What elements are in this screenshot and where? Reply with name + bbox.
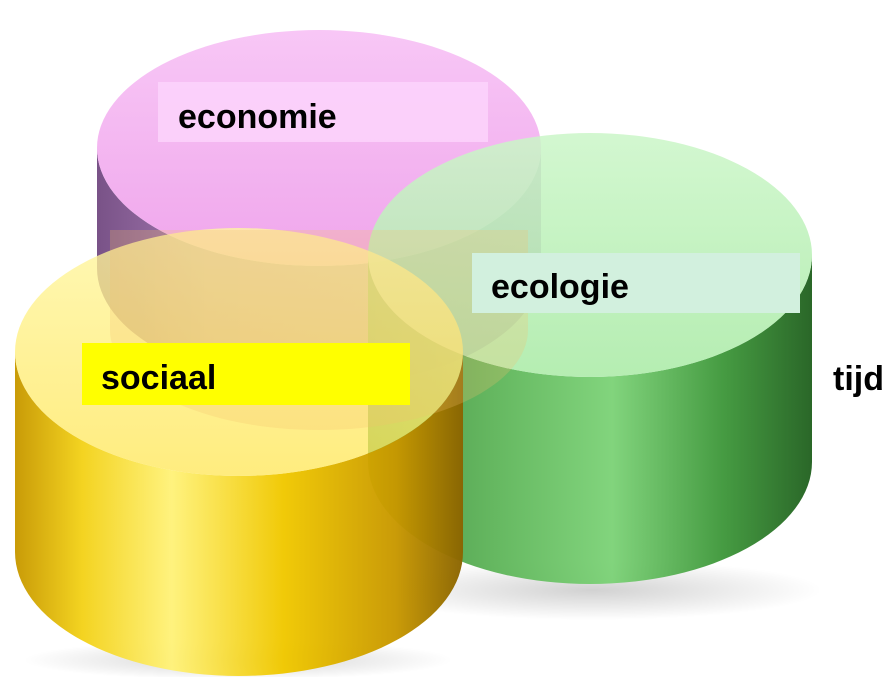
social-cylinder-side	[15, 352, 463, 676]
economy-label: economie	[178, 98, 337, 136]
economy-label-bg	[158, 82, 488, 142]
social-label-bg	[82, 343, 410, 405]
ecology-label: ecologie	[491, 268, 629, 306]
ecology-label-bg	[472, 253, 800, 313]
ecology-cylinder-side	[368, 255, 812, 584]
ecology-cylinder-shadow	[362, 560, 822, 620]
social-label: sociaal	[101, 359, 216, 397]
time-label: tijd	[833, 360, 884, 398]
